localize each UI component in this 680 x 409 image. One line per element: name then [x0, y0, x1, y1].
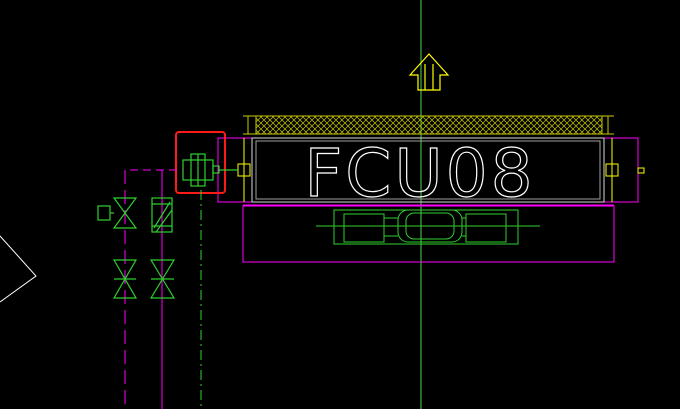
control-valve-set[interactable]	[97, 197, 176, 299]
partial-outline-shape[interactable]	[0, 235, 37, 303]
fcu-body[interactable]	[251, 137, 605, 203]
unit-label[interactable]: FCU08	[304, 134, 535, 212]
piping-lines[interactable]	[124, 169, 202, 409]
airflow-arrow-icon[interactable]	[408, 53, 450, 91]
fan-motor-assembly[interactable]	[316, 209, 540, 245]
hatched-grille-band[interactable]	[243, 115, 614, 135]
